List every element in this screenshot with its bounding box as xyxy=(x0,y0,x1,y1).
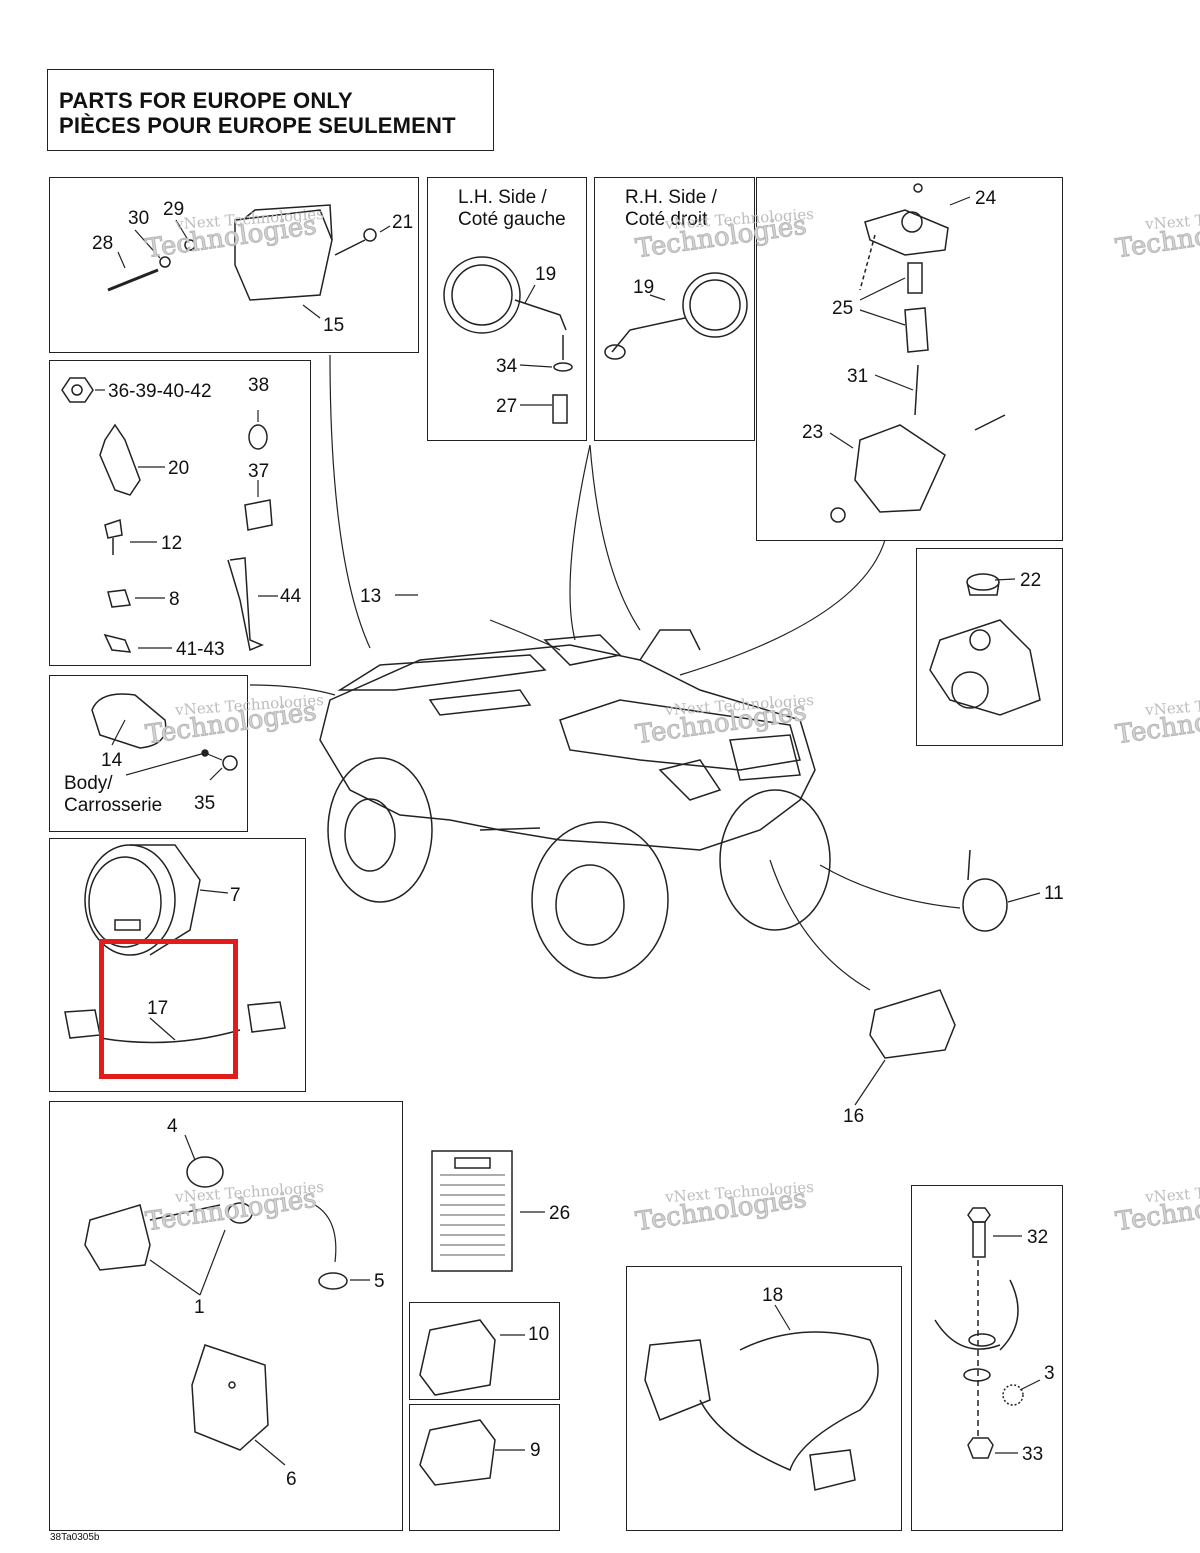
callout-23: 23 xyxy=(802,422,824,443)
callout-1: 1 xyxy=(194,1297,205,1318)
callout-13: 13 xyxy=(360,586,382,607)
box-bolt-stack xyxy=(911,1185,1063,1531)
callout-32: 32 xyxy=(1027,1227,1049,1248)
callout-36-39-40-42: 36-39-40-42 xyxy=(108,381,212,402)
box-tail-light xyxy=(49,177,419,353)
callout-9: 9 xyxy=(530,1440,541,1461)
callout-17: 17 xyxy=(147,998,169,1019)
callout-12: 12 xyxy=(161,533,183,554)
callout-25: 25 xyxy=(832,298,854,319)
callout-30: 30 xyxy=(128,208,150,229)
callout-16: 16 xyxy=(843,1106,865,1127)
label-body: Body/ Carrosserie xyxy=(64,773,163,816)
callout-18: 18 xyxy=(762,1285,784,1306)
callout-8: 8 xyxy=(169,589,180,610)
callout-38: 38 xyxy=(248,375,270,396)
callout-3: 3 xyxy=(1044,1363,1055,1384)
callout-5: 5 xyxy=(374,1271,385,1292)
box-relay-10 xyxy=(409,1302,560,1400)
title-box: PARTS FOR EUROPE ONLY PIÈCES POUR EUROPE… xyxy=(47,69,494,151)
callout-34: 34 xyxy=(496,356,518,377)
callout-35: 35 xyxy=(194,793,216,814)
callout-19-rh: 19 xyxy=(633,277,655,298)
callout-7: 7 xyxy=(230,885,241,906)
box-ignition xyxy=(756,177,1063,541)
callout-10: 10 xyxy=(528,1324,550,1345)
callout-6: 6 xyxy=(286,1469,297,1490)
title-line-1: PARTS FOR EUROPE ONLY xyxy=(59,88,353,113)
box-speedometer xyxy=(49,838,306,1092)
callout-41-43: 41-43 xyxy=(176,639,225,660)
atv-illustration xyxy=(319,629,831,979)
box-reflector xyxy=(49,675,248,832)
callout-27: 27 xyxy=(496,396,518,417)
callout-44: 44 xyxy=(280,586,302,607)
box-hardware xyxy=(49,360,311,666)
callout-19-lh: 19 xyxy=(535,264,557,285)
callout-22: 22 xyxy=(1020,570,1042,591)
label-rh-side: R.H. Side / Coté droit xyxy=(625,187,717,230)
highlight-frame xyxy=(99,939,238,1079)
drawing-code: 38Ta0305b xyxy=(50,1532,100,1543)
box-turn-signal xyxy=(49,1101,403,1531)
callout-33: 33 xyxy=(1022,1444,1044,1465)
callout-15: 15 xyxy=(323,315,345,336)
callout-28: 28 xyxy=(92,233,114,254)
callout-37: 37 xyxy=(248,461,270,482)
label-lh-side: L.H. Side / Coté gauche xyxy=(458,187,566,230)
callout-31: 31 xyxy=(847,366,869,387)
callout-14: 14 xyxy=(101,750,123,771)
callout-29: 29 xyxy=(163,199,185,220)
tail-light-drawing xyxy=(107,204,377,301)
callout-26: 26 xyxy=(549,1203,571,1224)
box-relay-9 xyxy=(409,1404,560,1531)
callout-11: 11 xyxy=(1044,883,1064,904)
box-switch-harness xyxy=(626,1266,902,1531)
box-rh-mirror xyxy=(594,177,755,441)
box-lh-mirror xyxy=(427,177,587,441)
box-carburetor xyxy=(916,548,1063,746)
callout-24: 24 xyxy=(975,188,997,209)
callout-20: 20 xyxy=(168,458,190,479)
callout-4: 4 xyxy=(167,1116,178,1137)
callout-21: 21 xyxy=(392,212,414,233)
title-line-2: PIÈCES POUR EUROPE SEULEMENT xyxy=(59,113,456,138)
